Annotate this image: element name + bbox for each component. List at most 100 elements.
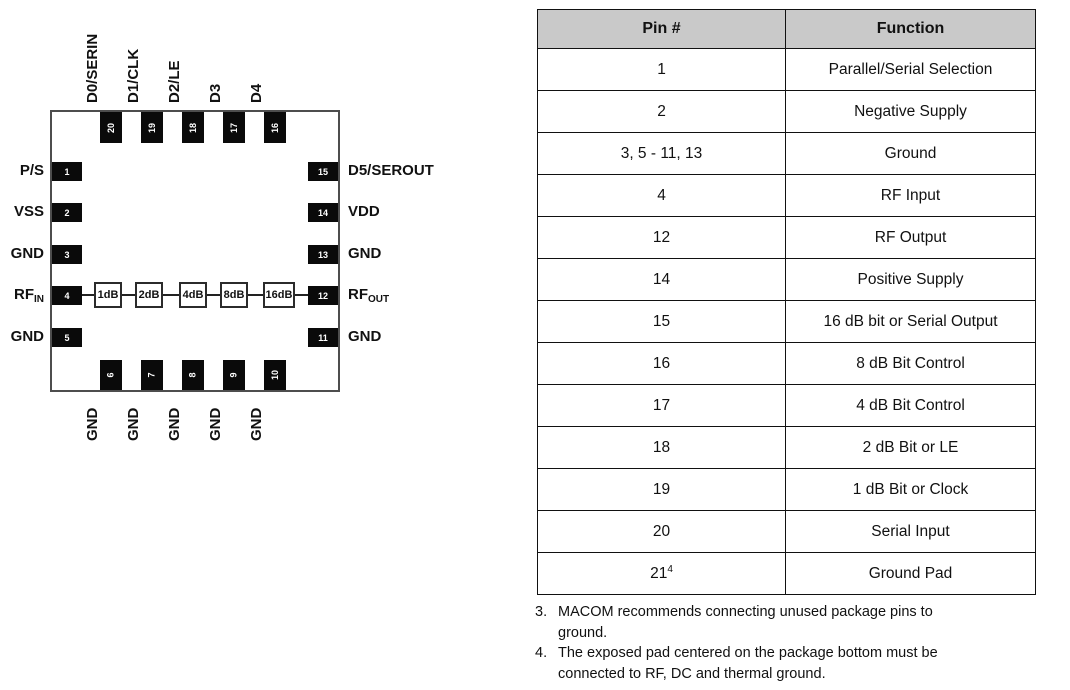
pin-label: GND [10,245,44,262]
pin-cell: 15 [537,300,786,343]
pin-label: D2/LE [166,60,183,103]
pin-cell: 17 [537,384,786,427]
pin-pad: 3 [52,245,82,264]
footnote-number: 4. [535,645,548,661]
pin-pad: 10 [264,360,286,390]
footnote: 3.MACOM recommends connecting unused pac… [535,602,1035,643]
pin-number: 9 [228,372,239,378]
package-outline [50,110,340,392]
footnote: 4. The exposed pad centered on the packag… [535,643,1035,684]
pin-number: 10 [269,369,280,381]
pin-cell: 1 [537,48,786,91]
pin-label: D0/SERIN [84,33,101,103]
pin-cell: 2 [537,90,786,133]
table-header-row: Pin # Function [537,9,1036,49]
pin-number: 13 [317,249,328,260]
function-cell: RF Input [785,174,1036,217]
pin-cell: 19 [537,468,786,511]
pin-number: 1 [64,166,70,177]
function-cell: 8 dB Bit Control [785,342,1036,385]
pin-label: VDD [348,203,380,220]
pin-label: GND [248,407,265,441]
function-header: Function [785,9,1036,49]
pin-label: GND [125,407,142,441]
function-cell: Serial Input [785,510,1036,553]
pin-cell: 4 [537,174,786,217]
pin-cell: 18 [537,426,786,469]
pin-pad: 15 [308,162,338,181]
function-cell: Parallel/Serial Selection [785,48,1036,91]
pin-number: 14 [317,207,328,218]
pin-cell: 14 [537,258,786,301]
pin-cell: 12 [537,216,786,259]
pin-label: D1/CLK [125,48,142,103]
pin-label: D3 [207,83,224,103]
pin-number: 7 [146,372,157,378]
pin-label: GND [348,245,382,262]
attenuator-block: 1dB [94,282,122,308]
pin-number: 4 [64,290,70,301]
function-cell: 16 dB bit or Serial Output [785,300,1036,343]
pin-label: P/S [19,162,44,179]
attenuator-block: 2dB [135,282,163,308]
pin-pad: 8 [182,360,204,390]
pin-number: 15 [317,166,328,177]
pin-pad: 19 [141,112,163,143]
pin-label: GND [84,407,101,441]
pin-label: D5/SEROUT [348,162,434,179]
function-cell: 4 dB Bit Control [785,384,1036,427]
pin-number: 19 [146,122,157,133]
function-cell: 2 dB Bit or LE [785,426,1036,469]
function-cell: RF Output [785,216,1036,259]
pin-cell: 20 [537,510,786,553]
function-cell: Negative Supply [785,90,1036,133]
pin-pad: 9 [223,360,245,390]
pin-pad: 14 [308,203,338,222]
footnote-text: The exposed pad centered on the package … [558,645,938,682]
attenuator-block: 16dB [263,282,295,308]
footnote-text: MACOM recommends connecting unused packa… [558,604,933,641]
pin-number: 12 [317,290,328,301]
pin-label: GND [166,407,183,441]
function-cell: Ground [785,132,1036,175]
pin-number: 11 [318,332,328,343]
pin-pad: 16 [264,112,286,143]
pin-pad: 17 [223,112,245,143]
pin-number: 17 [228,122,239,133]
pin-pad: 5 [52,328,82,347]
function-cell: Ground Pad [785,552,1036,595]
pin-number: 20 [105,122,116,133]
pin-number: 18 [187,122,198,133]
attenuator-block: 8dB [220,282,248,308]
pin-cell: 16 [537,342,786,385]
footnotes: 3.MACOM recommends connecting unused pac… [535,602,1035,684]
pin-number: 8 [187,372,198,378]
pin-label: D4 [248,83,265,103]
pin-number: 6 [105,372,116,378]
pin-label: RFIN [14,286,44,305]
pin-pad: 18 [182,112,204,143]
pin-pad: 1 [52,162,82,181]
pin-cell: 3, 5 - 11, 13 [537,132,786,175]
pin-pad: 4 [52,286,82,305]
pin-number-header: Pin # [537,9,786,49]
pin-number: 5 [64,332,70,343]
pin-pad: 13 [308,245,338,264]
function-cell: 1 dB Bit or Clock [785,468,1036,511]
pin-pad: 11 [308,328,338,347]
pin-pad: 2 [52,203,82,222]
pin-label: VSS [13,203,44,220]
